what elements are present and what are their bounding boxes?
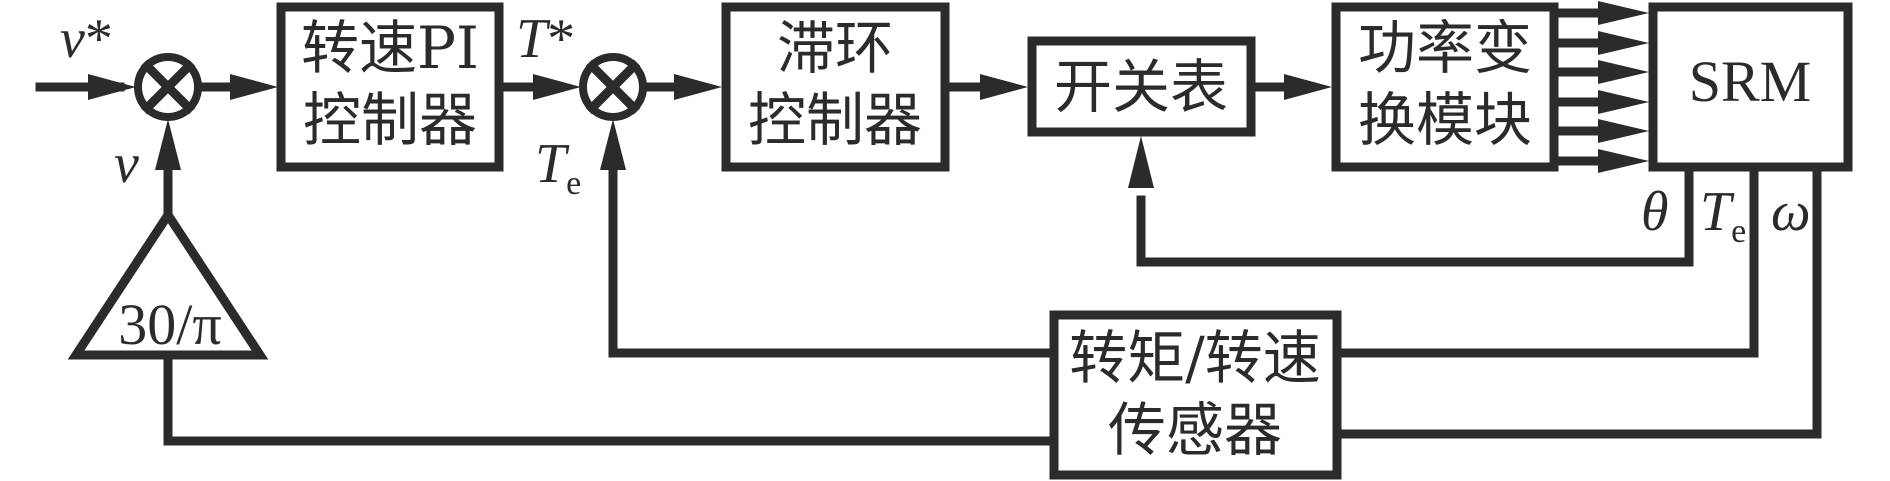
- arrow-right-icon: [1598, 1, 1649, 25]
- theta-feedback-line: [1136, 166, 1694, 267]
- sensor-label-line2: 传感器: [1108, 396, 1282, 464]
- arrow-right-icon: [1598, 90, 1649, 114]
- switch-table-block: 开关表: [1027, 36, 1256, 137]
- power-converter-label-line2: 换模块: [1358, 86, 1532, 154]
- sensor-label-line1: 转矩/转速: [1069, 324, 1321, 392]
- arrow-right-icon: [1598, 31, 1649, 55]
- arrow-right-icon: [88, 74, 136, 100]
- switch-table-label: 开关表: [1054, 53, 1228, 121]
- gain-label: 30/π: [118, 292, 221, 357]
- arrow-right-icon: [674, 74, 722, 100]
- speed-pi-label-line1: 转速PI: [301, 14, 479, 82]
- speed-summing-junction: [134, 53, 202, 121]
- torque-summing-junction: [579, 53, 647, 121]
- srm-motor-block: SRM: [1648, 2, 1853, 172]
- arrow-up-icon: [600, 119, 626, 170]
- hysteresis-label-line2: 控制器: [748, 86, 922, 154]
- hysteresis-label-line1: 滞环: [777, 14, 893, 82]
- speed-feedback-label: v: [114, 133, 139, 195]
- gain-block: 30/π: [67, 206, 269, 360]
- arrow-right-icon: [1284, 74, 1332, 100]
- speed-measure-line: [1336, 166, 1822, 439]
- arrow-right-icon: [1598, 119, 1649, 143]
- torque-ref-label: T*: [516, 8, 575, 70]
- arrow-right-icon: [1598, 149, 1649, 173]
- arrow-right-icon: [980, 74, 1028, 100]
- speed-feedback-line: [163, 355, 1055, 446]
- srm-label: SRM: [1689, 49, 1812, 114]
- motor-speed-label: ω: [1771, 181, 1811, 243]
- torque-feedback-label: Te: [535, 133, 581, 202]
- arrow-up-icon: [1128, 136, 1154, 188]
- hysteresis-controller-block: 滞环 控制器: [721, 2, 950, 172]
- torque-feedback-line: [608, 145, 1055, 358]
- rotor-angle-label: θ: [1641, 181, 1669, 243]
- signal-labels: v* v T* Te θ Te ω: [60, 8, 1811, 250]
- power-converter-label-line1: 功率变: [1358, 14, 1532, 82]
- arrow-right-icon: [230, 74, 278, 100]
- connections: [35, 8, 1822, 446]
- speed-pi-controller-block: 转速PI 控制器: [276, 2, 504, 172]
- arrow-right-icon: [1598, 60, 1649, 84]
- arrow-up-icon: [155, 119, 181, 170]
- speed-pi-label-line2: 控制器: [303, 86, 477, 154]
- arrowheads: [88, 1, 1649, 188]
- phase-lines: [1553, 8, 1605, 166]
- power-converter-block: 功率变 换模块: [1331, 2, 1559, 172]
- motor-torque-label: Te: [1700, 181, 1746, 250]
- speed-ref-label: v*: [60, 8, 113, 70]
- torque-speed-sensor-block: 转矩/转速 传感器: [1049, 310, 1342, 480]
- torque-measure-line: [1336, 166, 1759, 358]
- arrow-right-icon: [533, 74, 581, 100]
